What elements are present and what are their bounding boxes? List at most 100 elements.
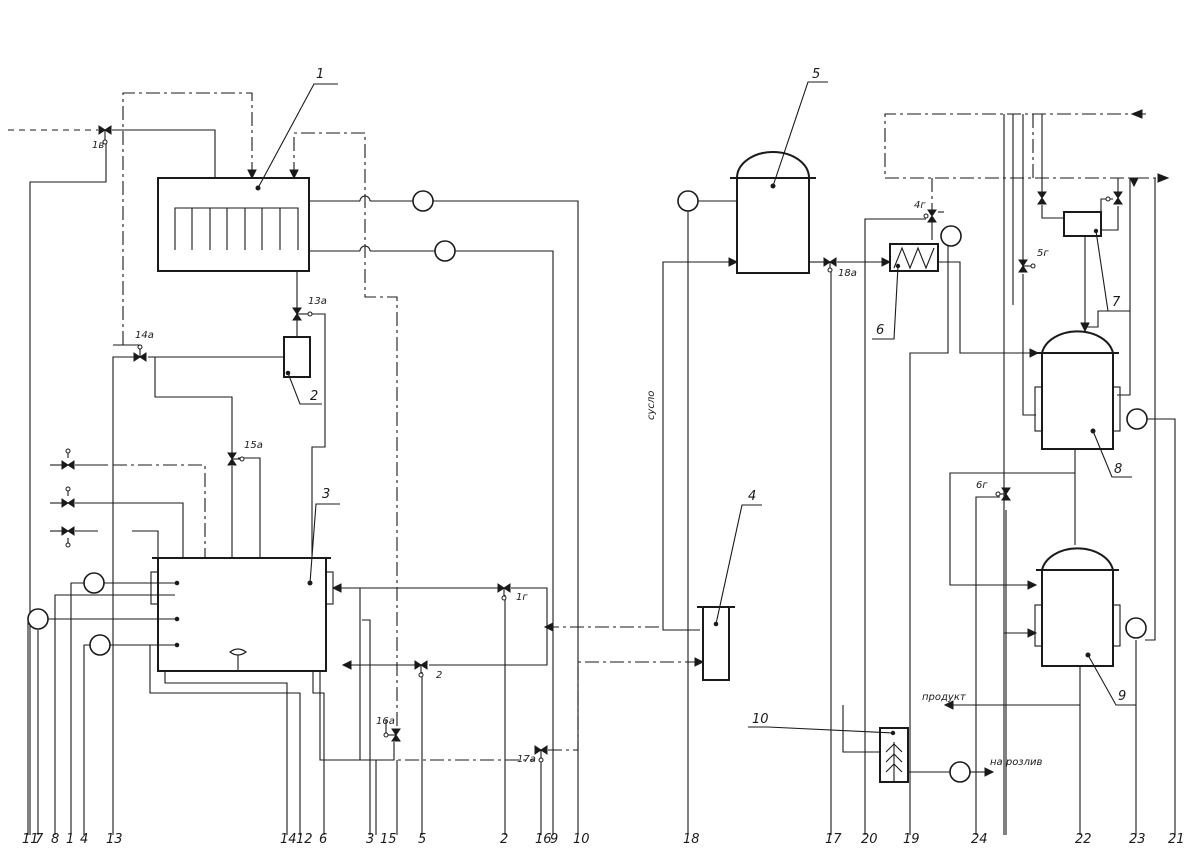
unit-3-jacket xyxy=(325,571,334,605)
pipe-line xyxy=(429,587,548,666)
pipe-line xyxy=(303,313,326,555)
leader-line xyxy=(309,503,340,584)
label-unit-8: 8 xyxy=(1114,462,1122,477)
pipe-line xyxy=(293,132,398,728)
line-number: 9 xyxy=(550,832,558,847)
valve-icon xyxy=(227,452,245,466)
pipe-line xyxy=(154,357,233,455)
pump-icon xyxy=(27,608,49,630)
label-unit-4: 4 xyxy=(748,489,756,504)
label-valve-18a: 18а xyxy=(838,268,857,279)
valve-icon xyxy=(534,745,548,763)
line-number: 5 xyxy=(418,832,426,847)
pipe-line-6 xyxy=(312,672,325,835)
agitator-icon xyxy=(229,648,247,671)
unit-3-jacket xyxy=(150,571,159,605)
label-unit-6: 6 xyxy=(876,323,884,338)
line-number: 3 xyxy=(366,832,374,847)
label-unit-10: 10 xyxy=(752,712,769,727)
pipe-line xyxy=(75,502,184,558)
valve-icon xyxy=(61,448,75,470)
arrow-icon xyxy=(543,622,554,632)
pipe-line xyxy=(1084,237,1130,328)
line-number: 12 xyxy=(296,832,313,847)
leader-line xyxy=(1095,230,1128,312)
valve-icon xyxy=(497,583,511,601)
label-valve-2: 2 xyxy=(436,670,442,681)
leader-line xyxy=(257,83,338,189)
line-number: 4 xyxy=(80,832,88,847)
leader-line xyxy=(1087,654,1136,706)
pipe-line xyxy=(548,661,695,751)
line-number: 8 xyxy=(51,832,59,847)
valve-icon xyxy=(995,487,1011,501)
pump-icon xyxy=(434,240,456,262)
pipe-line xyxy=(1145,178,1156,641)
line-number: 22 xyxy=(1075,832,1092,847)
pipe-line xyxy=(1041,205,1063,219)
leader-line xyxy=(287,372,322,405)
unit-8 xyxy=(1041,330,1114,450)
line-number: 7 xyxy=(35,832,44,847)
filter-icon xyxy=(885,742,903,782)
pipe-line-21 xyxy=(1147,418,1176,835)
line-number: 16 xyxy=(535,832,552,847)
pump-icon xyxy=(1126,408,1148,430)
pipe-line xyxy=(1117,178,1131,396)
label-valve-1g: 1г xyxy=(516,592,528,603)
pipe-line-10 xyxy=(433,200,579,835)
arrow-icon xyxy=(331,583,342,593)
line-number: 21 xyxy=(1168,832,1185,847)
line-number: 14 xyxy=(280,832,297,847)
label-valve-13a: 13а xyxy=(308,296,327,307)
unit-1 xyxy=(157,177,310,272)
label-unit-5: 5 xyxy=(812,67,820,82)
pipe-line xyxy=(1102,206,1119,231)
unit-9-jacket xyxy=(1112,604,1121,647)
line-number: 24 xyxy=(971,832,988,847)
label-unit-3: 3 xyxy=(322,487,330,502)
valve-icon xyxy=(383,728,401,742)
arrow-icon xyxy=(1029,348,1040,358)
arrow-icon xyxy=(694,657,705,667)
arrow-icon xyxy=(1157,173,1170,183)
label-valve-16a: 16а xyxy=(376,716,395,727)
valve-icon xyxy=(98,125,112,145)
label-valve-4g: 4г xyxy=(914,200,926,211)
leader-line xyxy=(1092,430,1132,478)
arrow-icon xyxy=(1080,322,1090,333)
pipe-line xyxy=(132,530,159,558)
arrow-icon xyxy=(943,700,954,710)
label-valve-17a: 17а xyxy=(517,754,536,765)
line-number: 15 xyxy=(380,832,397,847)
valve-icon xyxy=(61,526,75,548)
pipe-line xyxy=(113,464,206,558)
arrow-icon xyxy=(1027,580,1038,590)
line-number: 2 xyxy=(500,832,508,847)
label-unit-9: 9 xyxy=(1118,689,1126,704)
pipe-line-24 xyxy=(975,496,1000,835)
pipe-line-8 xyxy=(54,594,175,835)
valve-icon xyxy=(1105,191,1123,205)
pipe-line xyxy=(319,665,361,761)
pipe-line-wort xyxy=(662,261,737,631)
pump-icon xyxy=(1125,617,1147,639)
unit-8-jacket xyxy=(1034,386,1043,432)
coil-icon xyxy=(893,246,935,270)
line-number: 18 xyxy=(683,832,700,847)
arrow-icon xyxy=(1129,177,1139,188)
unit-7 xyxy=(1063,211,1102,237)
line-number: 20 xyxy=(861,832,878,847)
label-wort: сусло xyxy=(646,391,657,420)
leader-line xyxy=(872,265,899,340)
line-number: 1 xyxy=(66,832,74,847)
valve-icon xyxy=(923,209,937,223)
valve-icon xyxy=(1018,259,1036,273)
line-number: 11 xyxy=(22,832,39,847)
arrow-icon xyxy=(247,169,257,180)
label-valve-14a: 14а xyxy=(135,330,154,341)
pipe-line xyxy=(949,472,1075,586)
arrow-icon xyxy=(289,169,299,180)
pipe-line-11 xyxy=(29,140,107,835)
